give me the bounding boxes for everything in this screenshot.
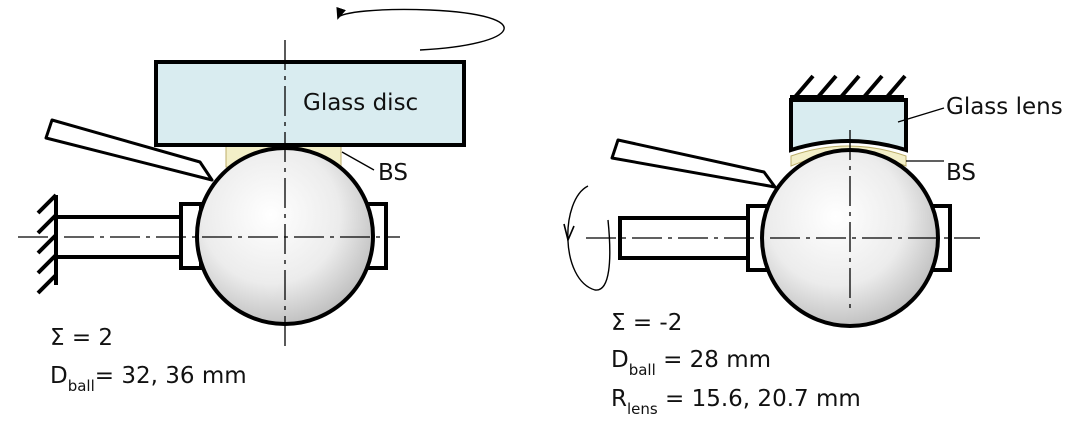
- glass-lens: [789, 98, 908, 153]
- dball-left: Dball= 32, 36 mm: [50, 363, 247, 395]
- glass-lens-label: Glass lens: [946, 94, 1063, 120]
- wall-hatch-top: [790, 74, 907, 99]
- glass-disc: [154, 60, 466, 147]
- rotation-arrow-icon: [336, 6, 505, 51]
- nozzle-right: [610, 138, 777, 189]
- nozzle-left: [44, 118, 214, 182]
- rotation-arrow-shaft-icon: [567, 185, 611, 291]
- bs-label-right: BS: [946, 160, 976, 186]
- dball-right: Dball = 28 mm: [611, 347, 771, 379]
- rlens-right: Rlens = 15.6, 20.7 mm: [611, 386, 861, 418]
- sigma-left: Σ = 2: [50, 325, 113, 351]
- glass-disc-label: Glass disc: [303, 90, 418, 116]
- wall-hatch-left: [36, 193, 58, 295]
- right-setup: Glass lens BS Σ = -2 Dball = 28 mm Rlens…: [563, 74, 1063, 418]
- bs-label-left: BS: [378, 160, 408, 186]
- left-setup: Glass disc BS Σ = 2 Dball= 32, 36 mm: [18, 6, 505, 395]
- sigma-right: Σ = -2: [611, 310, 682, 336]
